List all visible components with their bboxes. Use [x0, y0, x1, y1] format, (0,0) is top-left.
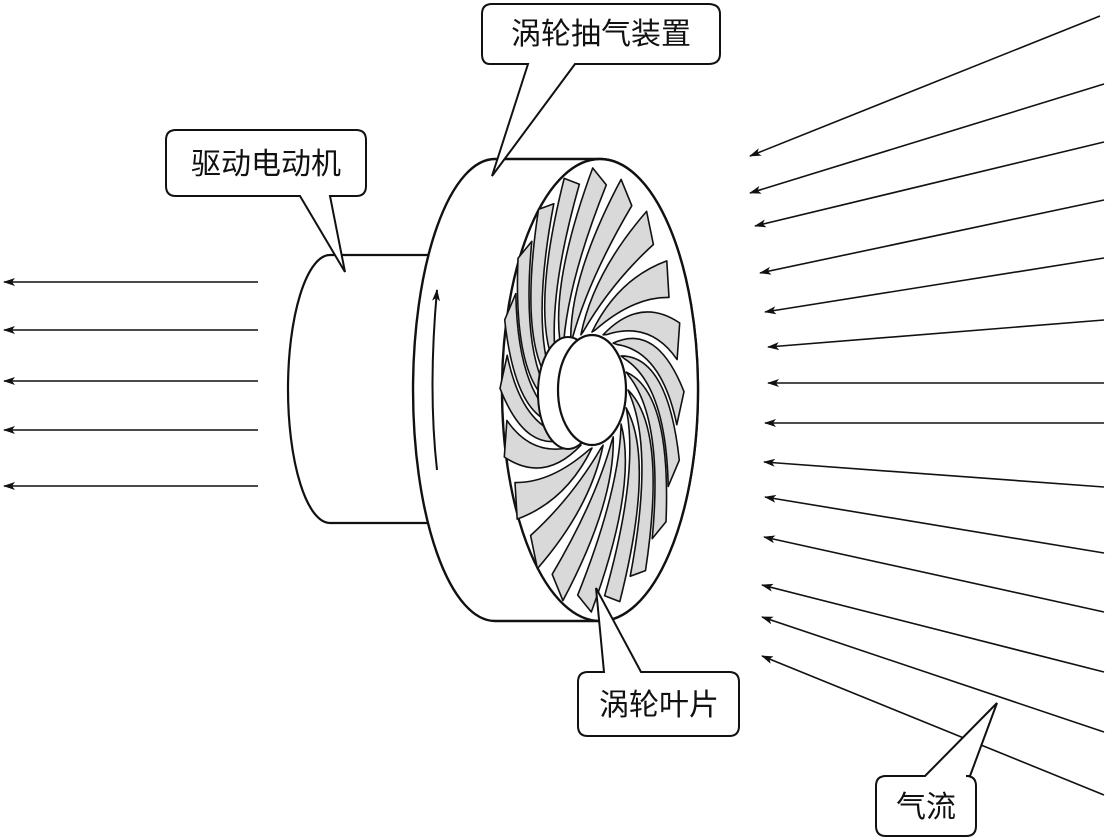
turbine-blade: [503, 419, 582, 469]
turbine-blade: [543, 177, 581, 373]
intake-arrow: [749, 15, 1101, 157]
intake-arrow: [761, 583, 1105, 673]
turbine-blade: [602, 311, 681, 361]
callout-turbine-device: 涡轮抽气装置: [481, 3, 721, 177]
callout-airflow: 气流: [875, 702, 998, 837]
turbine-blade: [530, 202, 557, 391]
intake-arrow: [763, 458, 1105, 488]
intake-arrow: [763, 535, 1105, 613]
turbine-blade: [620, 355, 681, 488]
label-turbine-device: 涡轮抽气装置: [511, 17, 691, 52]
drive-motor: [286, 253, 432, 525]
intake-arrow: [764, 494, 1105, 554]
label-turbine-blades: 涡轮叶片: [599, 688, 719, 723]
intake-arrow: [761, 616, 1105, 733]
intake-arrow: [761, 655, 1105, 796]
turbine-blade: [569, 178, 633, 344]
turbine-blade: [557, 167, 608, 357]
turbine-blade: [551, 436, 615, 602]
turbine-blade: [591, 260, 670, 333]
intake-arrow: [764, 257, 1105, 315]
intake-arrow: [767, 319, 1105, 351]
turbine-blade: [625, 371, 668, 540]
intake-arrow: [754, 141, 1105, 228]
turbine-blades: [499, 167, 685, 613]
turbine-blade: [580, 210, 655, 336]
intake-arrow: [759, 199, 1105, 275]
rotation-arrow-icon: [431, 289, 440, 471]
intake-arrow: [749, 83, 1105, 194]
turbine-hub: [537, 333, 628, 450]
turbine-blade: [612, 337, 685, 426]
turbine-blade: [603, 407, 641, 603]
turbine-blade: [627, 389, 654, 578]
label-drive-motor: 驱动电动机: [191, 147, 341, 182]
turbine-blade: [514, 447, 593, 520]
callout-turbine-blades: 涡轮叶片: [577, 587, 740, 737]
intake-airflow-arrows: [749, 15, 1105, 796]
exhaust-airflow-arrows: [3, 278, 258, 490]
turbine-blade: [529, 444, 604, 570]
turbine-blade: [576, 423, 627, 613]
callout-drive-motor: 驱动电动机: [165, 129, 367, 273]
label-airflow: 气流: [896, 790, 956, 825]
